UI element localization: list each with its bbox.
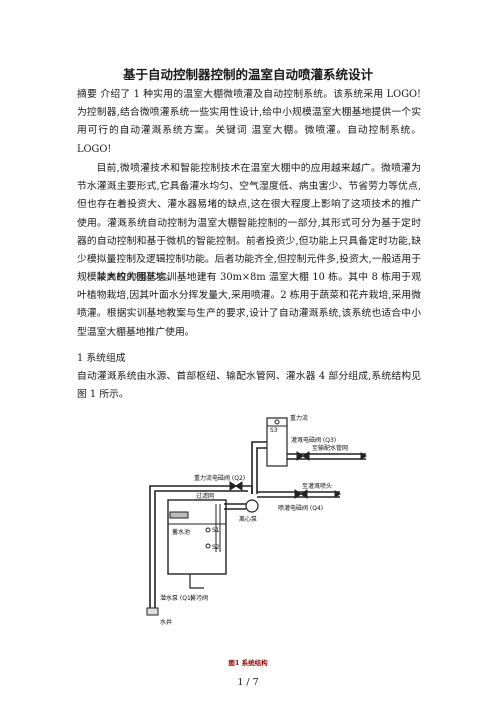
spray-pipe-label: 至灌溉喷头 [302,482,332,490]
tank-label: 蓄水池 [172,528,190,536]
well-label: 水井 [160,618,172,626]
reservoir [167,499,227,575]
submersible-pump-shape [146,607,159,616]
valve-q3 [296,451,310,461]
s3-label: S3 [270,427,278,434]
s2-label: S2 [212,544,220,551]
section-heading: 1 系统组成 [77,353,126,364]
gravity-pipe-label: 重力流 [290,414,308,422]
system-structure-diagram: 重力流 S3 灌溉电磁阀 (Q3) 至输配水管网 重力流电磁阀 (Q2) 过滤网… [146,414,367,626]
submersible-pump-label: 潜水泵 (Q1) [160,594,193,602]
document-title: 基于自动控制器控制的温室自动喷灌系统设计 [122,67,373,82]
centrifugal-pump [245,499,259,513]
section-paragraph: 自动灌溉系统由水源、首部枢纽、输配水管网、灌水器 4 部分组成,系统结构见图 1… [77,371,421,401]
gravity-valve-label: 重力流电磁阀 (Q2) [194,474,245,482]
figure-caption: 图1 系统结构 [228,659,268,667]
main-pipe-label: 至输配水管网 [312,444,348,452]
filter-label: 过滤网 [196,492,214,500]
pump-label: 离心泵 [239,515,257,523]
s1-label: S1 [212,527,220,534]
valve-q2 [229,481,243,491]
filter-screen [169,511,189,519]
body-paragraph-1: 目前,微喷灌技术和智能控制技术在温室大棚中的应用越来越广。微喷灌为节水灌溉主要形… [77,163,421,284]
abstract-paragraph: 摘要 介绍了 1 种实用的温室大棚微喷灌及自动控制系统。该系统采用 LOGO!为… [77,89,421,155]
drain-pipe [189,574,204,589]
main-valve-label: 灌溉电磁阀 (Q3) [291,436,336,444]
gravity-flow-pipe [149,485,253,560]
float-s1 [205,527,211,533]
gravity-tank [266,417,288,467]
spray-valve-label: 喷灌电磁阀 (Q4) [278,504,323,512]
valve-q4 [294,489,308,499]
drain-valve-label: 排污阀 [190,594,208,602]
body-paragraph-2: 某高校的园艺实训基地建有 30m×8m 温室大棚 10 栋。其中 8 栋用于观叶… [77,272,421,338]
page-number: 1 / 7 [237,677,259,688]
riser-pipe [251,441,267,494]
float-s3 [274,419,280,425]
float-s2 [205,543,211,549]
